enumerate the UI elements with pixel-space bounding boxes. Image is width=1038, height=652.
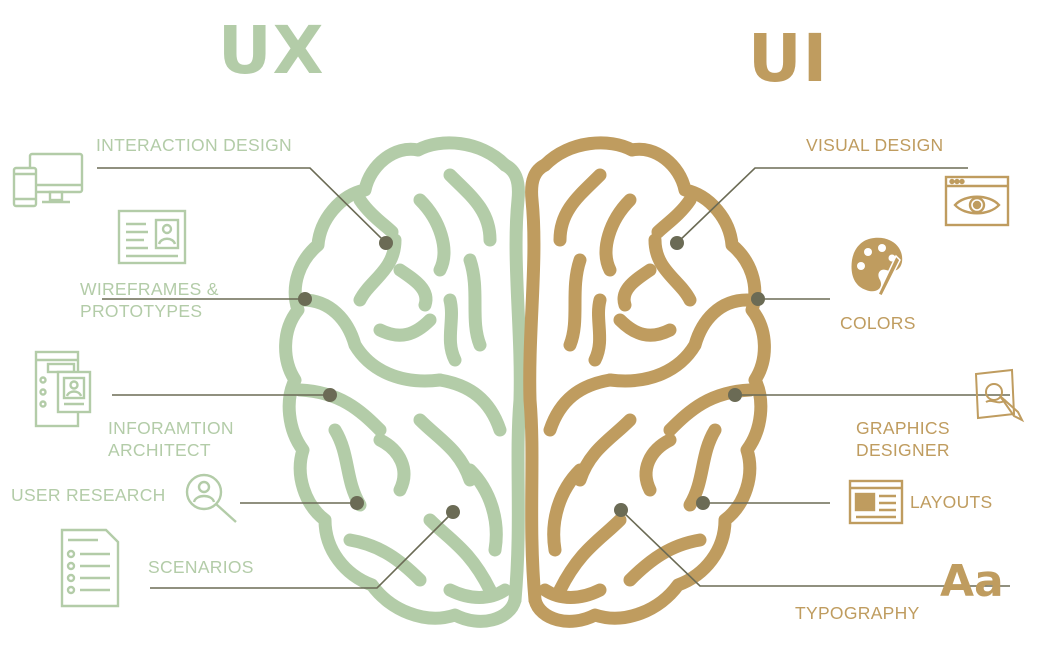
user-search-icon: [185, 473, 237, 523]
label-information-architect-line2: ARCHITECT: [108, 440, 211, 460]
browser-eye-icon: [944, 175, 1010, 227]
label-wireframes-line2: PROTOTYPES: [80, 301, 203, 321]
layout-icon: [848, 479, 904, 525]
devices-icon: [12, 152, 84, 208]
drawing-icon: [974, 368, 1025, 423]
label-typography: TYPOGRAPHY: [795, 603, 920, 623]
ux-hemisphere: [279, 136, 527, 628]
label-colors: COLORS: [840, 313, 916, 333]
ux-heading: UX: [218, 12, 325, 89]
label-wireframes-line1: WIREFRAMES &: [80, 279, 219, 299]
ui-connectors: [620, 167, 1010, 587]
sitemap-icon: [34, 350, 92, 428]
ux-connectors: [97, 167, 454, 589]
label-information-architect-line1: INFORAMTION: [108, 418, 234, 438]
ux-connector-dots: [298, 236, 460, 519]
label-interaction-design: INTERACTION DESIGN: [96, 135, 292, 155]
label-scenarios: SCENARIOS: [148, 557, 254, 577]
label-graphics-line2: DESIGNER: [856, 440, 950, 460]
typography-icon: Aa: [940, 556, 1004, 607]
ui-hemisphere: [523, 136, 771, 628]
label-layouts: LAYOUTS: [910, 492, 993, 512]
label-graphics-line1: GRAPHICS: [856, 418, 950, 438]
checklist-icon: [60, 528, 120, 608]
palette-icon: [851, 237, 903, 298]
ui-heading: UI: [748, 20, 829, 97]
wireframe-icon: [117, 209, 187, 265]
label-user-research: USER RESEARCH: [11, 485, 166, 505]
label-visual-design: VISUAL DESIGN: [806, 135, 944, 155]
ui-connector-dots: [614, 236, 765, 517]
